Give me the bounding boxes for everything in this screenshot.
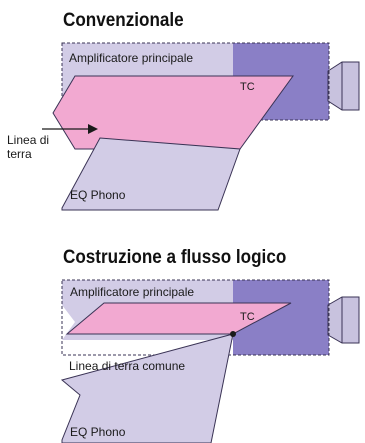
tc-board (52, 75, 294, 150)
title-logical: Costruzione a flusso logico (63, 247, 287, 268)
ground-label-line2: terra (7, 147, 32, 161)
tc-label: TC (240, 311, 255, 323)
ground-node (230, 331, 236, 337)
ground-label-line1: Linea di (7, 133, 49, 147)
tc-label: TC (240, 81, 255, 93)
output-connector (327, 296, 360, 344)
eq-board (61, 137, 241, 211)
diagram-conventional: Amplificatore principale TC Linea di ter… (7, 42, 360, 211)
amp-label: Amplificatore principale (70, 285, 194, 299)
ground-label: Linea di terra comune (69, 359, 185, 373)
eq-label: EQ Phono (70, 425, 126, 439)
diagram-logical: Amplificatore principale TC Linea di ter… (60, 279, 360, 443)
output-connector (327, 61, 360, 111)
amp-label: Amplificatore principale (69, 51, 193, 65)
ground-arrow-head (88, 124, 98, 134)
title-conventional: Convenzionale (63, 10, 184, 31)
eq-label: EQ Phono (70, 188, 126, 202)
